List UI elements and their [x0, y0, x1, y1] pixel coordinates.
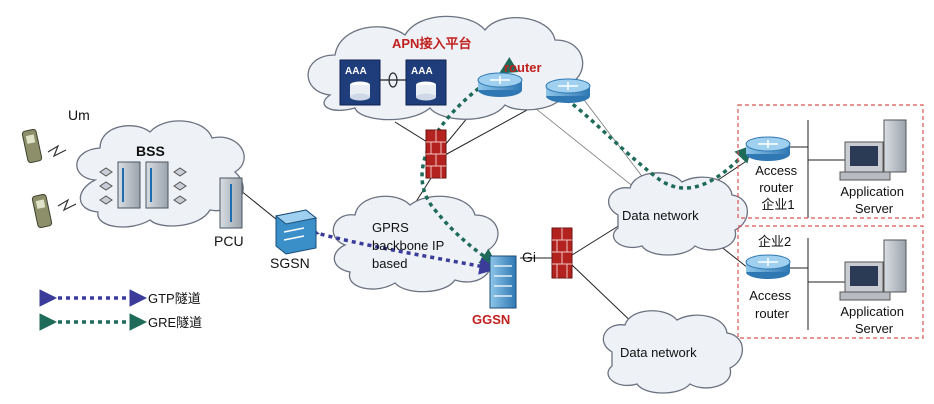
firewall-apn-icon — [425, 129, 447, 179]
application-server-1-icon — [839, 119, 907, 181]
apn-router-2-icon — [545, 78, 591, 103]
aaa-server-left: AAA — [339, 59, 381, 106]
um-label: Um — [68, 107, 90, 123]
legend: GTP隧道 GRE隧道 — [39, 289, 202, 331]
enterprise-2-box — [737, 225, 924, 339]
router-label: router — [504, 60, 542, 75]
bss-equipment-icon — [99, 161, 187, 209]
apn-router-1-icon — [477, 72, 523, 97]
mobile-phone-1-icon — [21, 128, 43, 164]
gtp-tunnel-paths — [300, 220, 497, 275]
data-network-top-cloud — [607, 172, 749, 256]
pcu-label: PCU — [214, 233, 244, 249]
enterprise-2-label: 企业2 — [758, 234, 791, 249]
access-router-2-icon — [745, 254, 791, 279]
apn-platform-label: APN接入平台 — [392, 36, 471, 51]
application-server-2-label: Application Server — [840, 304, 907, 336]
radio-wave-icons — [47, 144, 77, 212]
bss-label: BSS — [136, 143, 165, 159]
sgsn-icon — [274, 209, 318, 255]
data-network-top-label: Data network — [622, 208, 699, 223]
data-network-bottom-cloud — [602, 310, 744, 394]
gprs-backbone-label: GPRS backbone IP based — [372, 220, 448, 271]
aaa-link-icon — [380, 72, 406, 88]
mobile-phone-2-icon — [31, 193, 53, 229]
ggsn-icon — [489, 255, 517, 309]
enterprise-1-box — [737, 104, 924, 219]
aaa-right-label: AAA — [411, 66, 433, 77]
pcu-icon — [219, 177, 243, 229]
legend-gre-label: GRE隧道 — [148, 315, 202, 330]
aaa-server-right: AAA — [405, 59, 447, 106]
firewall-gi-icon — [551, 227, 573, 279]
application-server-1-label: Application Server — [840, 184, 907, 216]
application-server-2-icon — [839, 239, 907, 301]
access-router-2-label: Access router — [749, 288, 795, 321]
sgsn-label: SGSN — [270, 255, 310, 271]
gi-label: Gi — [522, 249, 536, 265]
access-router-1-icon — [745, 136, 791, 161]
access-router-1-label: Access router 企业1 — [755, 163, 801, 212]
ggsn-label: GGSN — [472, 312, 510, 327]
aaa-left-label: AAA — [345, 66, 367, 77]
legend-gtp-label: GTP隧道 — [148, 291, 201, 306]
data-network-bottom-label: Data network — [620, 345, 697, 360]
